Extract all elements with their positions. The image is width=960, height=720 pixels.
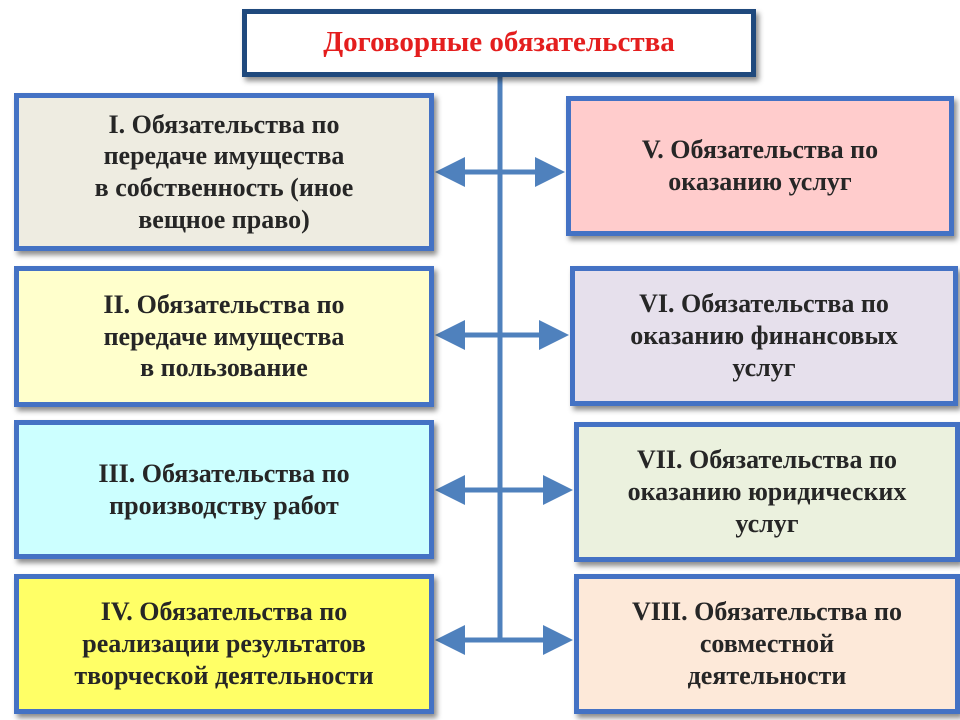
obligation-box-2: II. Обязательства по передаче имущества … xyxy=(14,266,434,407)
diagram-title-box: Договорные обязательства xyxy=(242,9,756,77)
box-4-line-2: реализации результатов xyxy=(82,629,366,659)
box-7-line-1: VII. Обязательства по xyxy=(637,445,897,475)
box-3-line-1: III. Обязательства по xyxy=(98,458,350,488)
box-4-line-1: IV. Обязательства по xyxy=(100,597,348,627)
obligation-box-6: VI. Обязательства по оказанию финансовых… xyxy=(570,266,958,406)
box-4-line-3: творческой деятельности xyxy=(74,660,374,690)
box-8-line-2: совместной xyxy=(699,629,835,659)
box-1-line-4: вещное право) xyxy=(138,204,310,234)
box-1-line-3: в собственность (иное xyxy=(94,173,354,202)
obligation-box-3: III. Обязательства по производству работ xyxy=(14,420,434,559)
obligation-box-1: I. Обязательства по передаче имущества в… xyxy=(14,93,434,251)
box-2-line-3: в пользование xyxy=(140,353,308,383)
obligation-box-5: V. Обязательства по оказанию услуг xyxy=(566,96,954,236)
box-7-line-3: услуг xyxy=(735,508,799,538)
box-8-line-1: VIII. Обязательства по xyxy=(631,597,903,627)
obligation-box-8: VIII. Обязательства по совместной деятел… xyxy=(574,574,960,714)
obligation-box-7: VII. Обязательства по оказанию юридическ… xyxy=(574,422,960,562)
box-6-line-3: услуг xyxy=(732,352,796,382)
box-1-line-1: I. Обязательства по xyxy=(108,109,340,139)
box-5-line-2: оказанию услуг xyxy=(668,167,852,196)
box-6-line-1: VI. Обязательства по xyxy=(639,289,889,319)
box-1-line-2: передаче имущества xyxy=(103,141,345,171)
diagram-title: Договорные обязательства xyxy=(323,26,675,59)
box-5-line-1: V. Обязательства по xyxy=(641,135,879,165)
box-2-line-2: передаче имущества xyxy=(103,321,345,351)
box-3-line-2: производству работ xyxy=(109,490,339,520)
box-7-line-2: оказанию юридических xyxy=(627,477,907,507)
obligation-box-4: IV. Обязательства по реализации результа… xyxy=(14,574,434,714)
box-2-line-1: II. Обязательства по xyxy=(103,289,345,319)
box-8-line-3: деятельности xyxy=(687,660,847,690)
box-6-line-2: оказанию финансовых xyxy=(630,321,898,351)
